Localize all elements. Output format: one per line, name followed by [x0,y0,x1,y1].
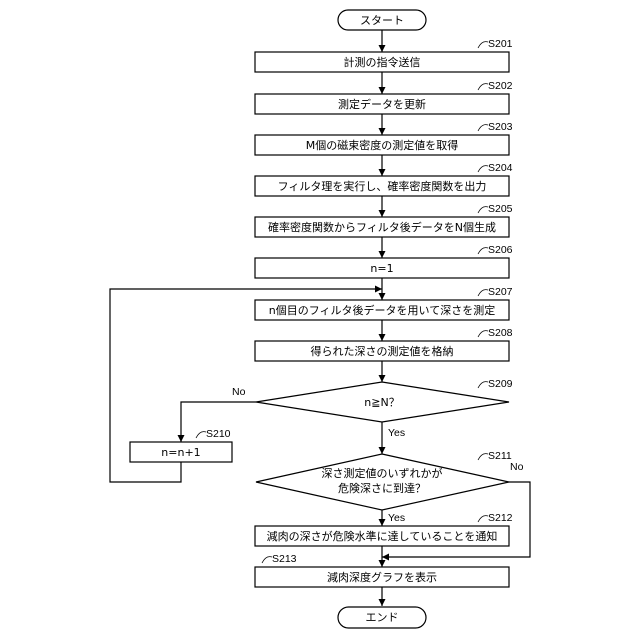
step-s212-text: 減肉の深さが危険水準に達していることを通知 [267,529,498,543]
step-s204-id: S204 [488,162,513,174]
step-s201: 計測の指令送信 S201 [255,38,513,72]
start-terminal: スタート [338,10,426,30]
step-s208: 得られた深さの測定値を格納 S208 [255,327,513,361]
step-s207-id: S207 [488,286,513,298]
step-s212-id: S212 [488,512,513,524]
step-s212: 減肉の深さが危険水準に達していることを通知 S212 [255,512,513,546]
decision-s211-text-line1: 深さ測定値のいずれかが [322,466,443,480]
step-s202-id: S202 [488,80,513,92]
end-terminal: エンド [338,607,426,628]
step-s206-text: n=1 [370,262,393,275]
step-s203-text: M個の磁束密度の測定値を取得 [306,138,459,152]
step-s206: n=1 S206 [255,244,513,278]
step-s201-id: S201 [488,38,513,50]
decision-s211-id: S211 [488,450,512,462]
decision-s211-no: No [510,461,524,473]
decision-s209-id: S209 [488,378,513,390]
step-s206-id: S206 [488,244,513,256]
step-s202: 測定データを更新 S202 [255,80,513,114]
step-s205: 確率密度関数からフィルタ後データをN個生成 S205 [255,203,513,237]
decision-s209-no: No [232,386,246,398]
step-s213-text: 減肉深度グラフを表示 [327,570,437,584]
step-s207: n個目のフィルタ後データを用いて深さを測定 S207 [255,286,513,320]
step-s203-id: S203 [488,121,513,133]
step-s213-id: S213 [272,553,297,565]
step-s201-text: 計測の指令送信 [344,55,421,69]
step-s207-text: n個目のフィルタ後データを用いて深さを測定 [269,303,495,317]
step-s208-text: 得られた深さの測定値を格納 [311,344,454,358]
step-s204: フィルタ理を実行し、確率密度関数を出力 S204 [255,162,513,196]
step-s210-text: n=n+1 [161,446,200,459]
decision-s209-text: n≧N？ [364,396,399,409]
step-s208-id: S208 [488,327,513,339]
step-s202-text: 測定データを更新 [338,97,426,111]
start-label: スタート [360,14,404,27]
step-s210-id: S210 [206,428,231,440]
decision-s209-yes: Yes [388,427,405,439]
decision-s211: 深さ測定値のいずれかが 危険深さに到達？ S211 No Yes [256,450,524,524]
step-s205-id: S205 [488,203,513,215]
end-label: エンド [366,611,399,624]
step-s205-text: 確率密度関数からフィルタ後データをN個生成 [268,220,496,234]
decision-s209: n≧N？ S209 No Yes [232,378,513,439]
step-s203: M個の磁束密度の測定値を取得 S203 [255,121,513,155]
step-s204-text: フィルタ理を実行し、確率密度関数を出力 [278,179,487,193]
decision-s211-yes: Yes [388,512,405,524]
decision-s211-text-line2: 危険深さに到達？ [338,482,426,495]
